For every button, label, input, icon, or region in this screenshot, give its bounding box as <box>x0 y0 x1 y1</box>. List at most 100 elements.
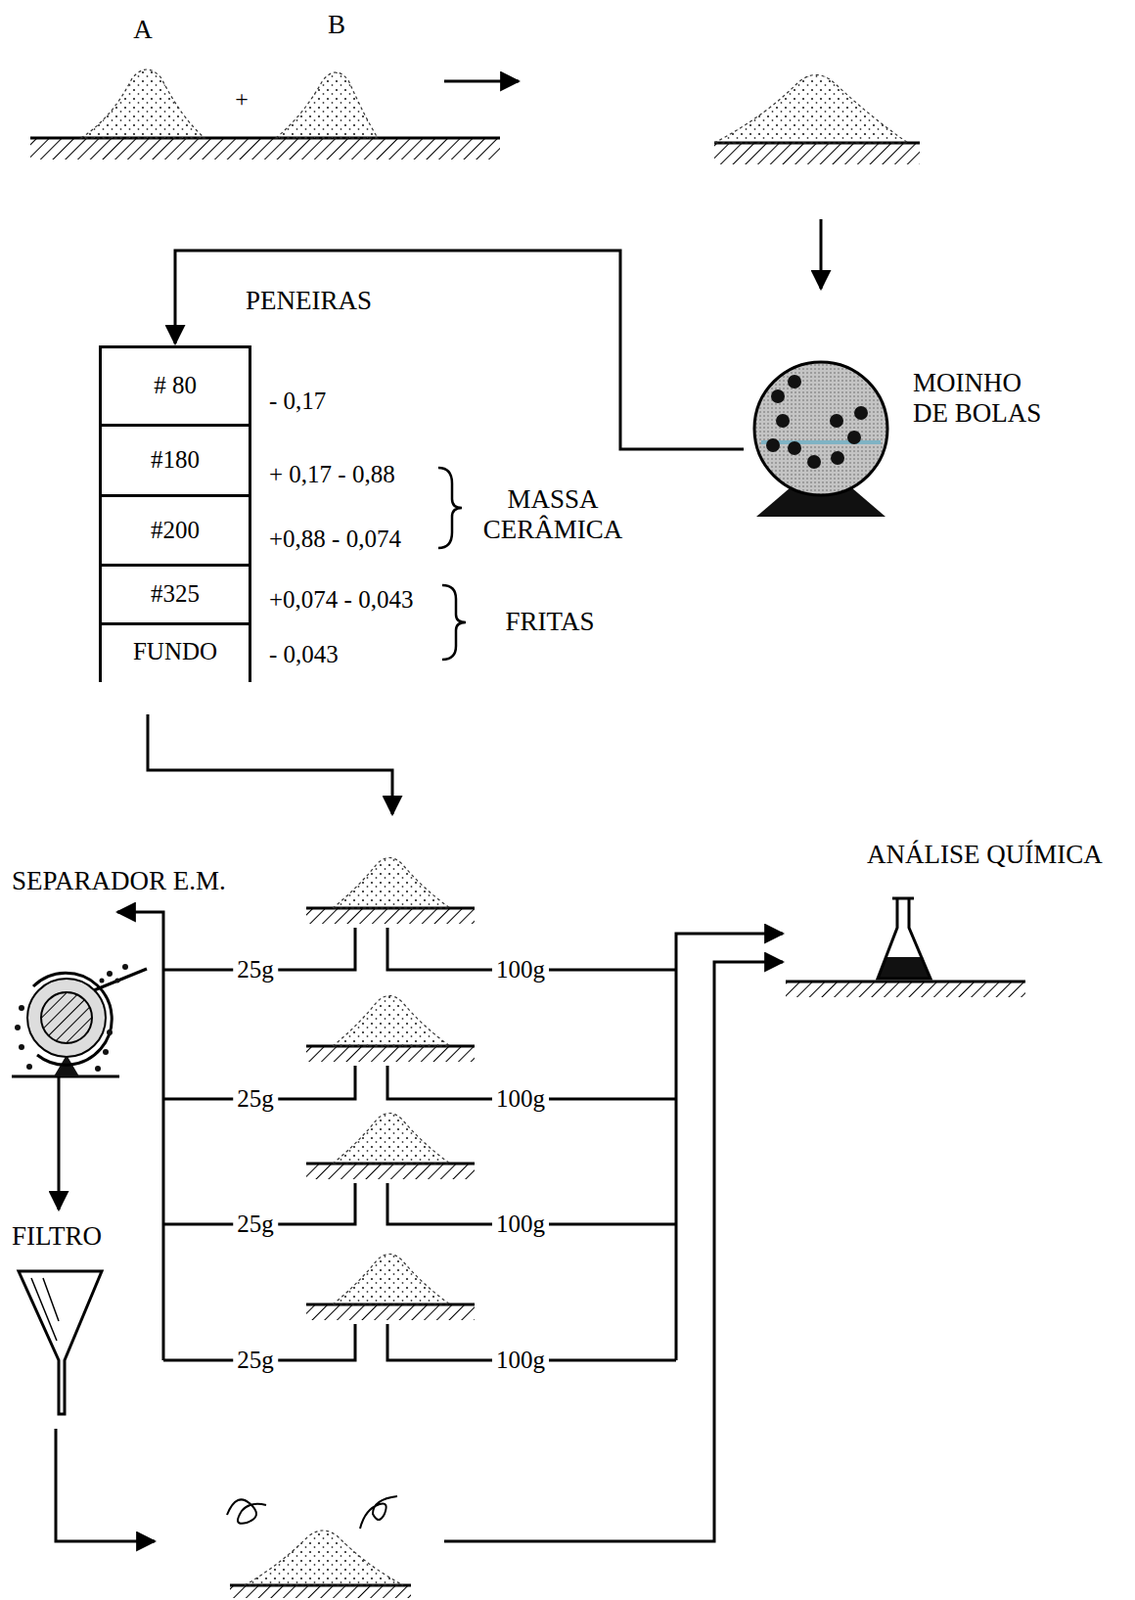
material-pile <box>275 72 378 138</box>
mill-ball <box>847 430 862 445</box>
feed-chute <box>93 968 147 991</box>
flow-arrow <box>444 961 783 1542</box>
brace <box>442 585 466 660</box>
split-line <box>387 1065 677 1099</box>
particle <box>106 970 113 977</box>
node-text: SEPARADOR E.M. <box>11 865 227 897</box>
mill-ball <box>775 413 790 428</box>
annotation-label: A <box>129 14 157 46</box>
annotation-label: FRITAS <box>501 606 599 637</box>
mill-ball <box>854 406 868 420</box>
split-line <box>163 1065 356 1099</box>
node-text: #325 <box>150 580 200 609</box>
flow-arrow <box>819 219 823 289</box>
particle <box>14 1024 21 1031</box>
annotation-label: 100g <box>492 955 549 985</box>
separator-core <box>41 992 92 1044</box>
flow-arrow <box>676 933 783 1361</box>
particle-group <box>14 963 129 1072</box>
particle <box>106 1029 113 1036</box>
filter: FILTRO <box>9 1211 127 1417</box>
annotation-label: - 0,17 <box>265 387 330 416</box>
ground-hatch <box>306 1045 475 1062</box>
particle <box>94 1065 101 1072</box>
sample-pile <box>332 996 451 1047</box>
split-line <box>387 1323 677 1361</box>
annotation-label: +0,88 - 0,074 <box>265 525 406 554</box>
brace <box>438 467 462 548</box>
node-text: FILTRO <box>11 1221 102 1252</box>
erlenmeyer-flask <box>877 898 931 979</box>
flow-arrow <box>147 714 393 815</box>
particle <box>99 978 105 984</box>
mill-ball <box>787 374 802 389</box>
particle <box>18 1004 25 1011</box>
flow-connector <box>57 1076 61 1210</box>
annotation-label: B <box>323 9 350 41</box>
mill-ball <box>766 438 780 453</box>
sieve-cell: #200 <box>101 497 249 567</box>
magnetic-fiber <box>360 1496 398 1529</box>
particle <box>102 1048 109 1055</box>
annotation-label: +0,074 - 0,043 <box>265 586 417 615</box>
magnetic-fiber <box>227 1498 267 1523</box>
filter-paper <box>31 1277 59 1341</box>
particle <box>115 978 121 984</box>
node-text: #180 <box>150 446 200 475</box>
sieve-cell: #325 <box>101 566 249 626</box>
annotation-label: 25g <box>232 1346 278 1375</box>
sieve-cell: # 80 <box>101 348 249 427</box>
ball-mill-drum <box>754 362 888 496</box>
sample-pile <box>332 858 451 909</box>
ground-hatch <box>306 908 475 924</box>
particle <box>18 1044 25 1050</box>
particle <box>26 1063 33 1070</box>
node-text: PENEIRAS <box>245 285 372 317</box>
annotation-label: 25g <box>232 955 278 985</box>
ball-mill: MOINHO DE BOLAS <box>743 362 1128 519</box>
ground-hatch <box>714 142 920 165</box>
ground-line <box>785 980 1026 984</box>
annotation-label: 100g <box>492 1210 549 1239</box>
mill-ball <box>829 413 844 428</box>
split-line <box>163 1323 356 1361</box>
split-line <box>163 927 356 970</box>
mill-ball <box>830 451 845 465</box>
flow-arrow <box>55 1428 155 1542</box>
sieve-cell: FUNDO <box>101 625 249 680</box>
node-text: MOINHO DE BOLAS <box>912 367 1050 429</box>
filter-funnel <box>18 1271 102 1414</box>
annotation-label: + <box>230 86 253 114</box>
ground-hatch <box>30 137 500 160</box>
ground-hatch <box>785 981 1026 998</box>
mill-ball <box>807 454 821 469</box>
mill-ball <box>771 389 785 404</box>
magnetic-pile <box>244 1530 404 1586</box>
split-line <box>387 1182 677 1225</box>
annotation-label: 25g <box>232 1210 278 1239</box>
split-line <box>387 927 677 970</box>
flow-arrow <box>444 80 519 84</box>
sieve-cell: #180 <box>101 426 249 498</box>
node-text: #200 <box>150 516 200 545</box>
annotation-label: 100g <box>492 1346 549 1375</box>
annotation-label: - 0,043 <box>265 640 343 670</box>
node-text: # 80 <box>153 371 197 401</box>
particle <box>122 963 129 970</box>
magnetic-separator: SEPARADOR E.M. <box>9 865 250 1077</box>
flow-connector <box>175 250 744 450</box>
sample-pile <box>332 1113 451 1165</box>
mill-ball <box>787 441 802 455</box>
mixed-pile <box>714 75 908 144</box>
chemical-analysis: ANÁLISE QUÍMICA <box>785 833 1129 981</box>
material-pile <box>81 69 205 138</box>
ground-hatch <box>306 1304 475 1320</box>
annotation-label: + 0,17 - 0,88 <box>265 460 400 490</box>
annotation-label: MASSA CERÂMICA <box>468 484 638 545</box>
sample-pile <box>332 1254 451 1306</box>
ground-hatch <box>229 1585 411 1598</box>
node-text: ANÁLISE QUÍMICA <box>866 839 1103 870</box>
